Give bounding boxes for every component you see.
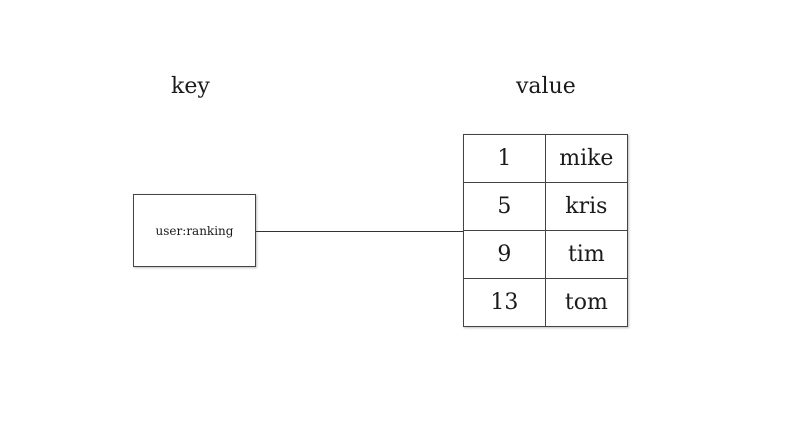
- sorted-set-table: 1 mike 5 kris 9 tim 13 tom: [463, 134, 629, 327]
- table-row: 1 mike: [463, 134, 629, 183]
- member-cell: mike: [544, 134, 629, 183]
- value-heading: value: [516, 74, 576, 99]
- member-cell: tim: [544, 230, 629, 279]
- key-heading: key: [171, 74, 210, 99]
- score-cell: 1: [463, 134, 546, 183]
- key-box: user:ranking: [133, 194, 256, 267]
- score-cell: 5: [463, 182, 546, 231]
- member-cell: tom: [544, 278, 629, 327]
- table-row: 13 tom: [463, 278, 629, 327]
- key-value-connector: [256, 231, 465, 232]
- table-row: 5 kris: [463, 182, 629, 231]
- key-name: user:ranking: [155, 223, 234, 238]
- member-cell: kris: [544, 182, 629, 231]
- score-cell: 9: [463, 230, 546, 279]
- table-row: 9 tim: [463, 230, 629, 279]
- score-cell: 13: [463, 278, 546, 327]
